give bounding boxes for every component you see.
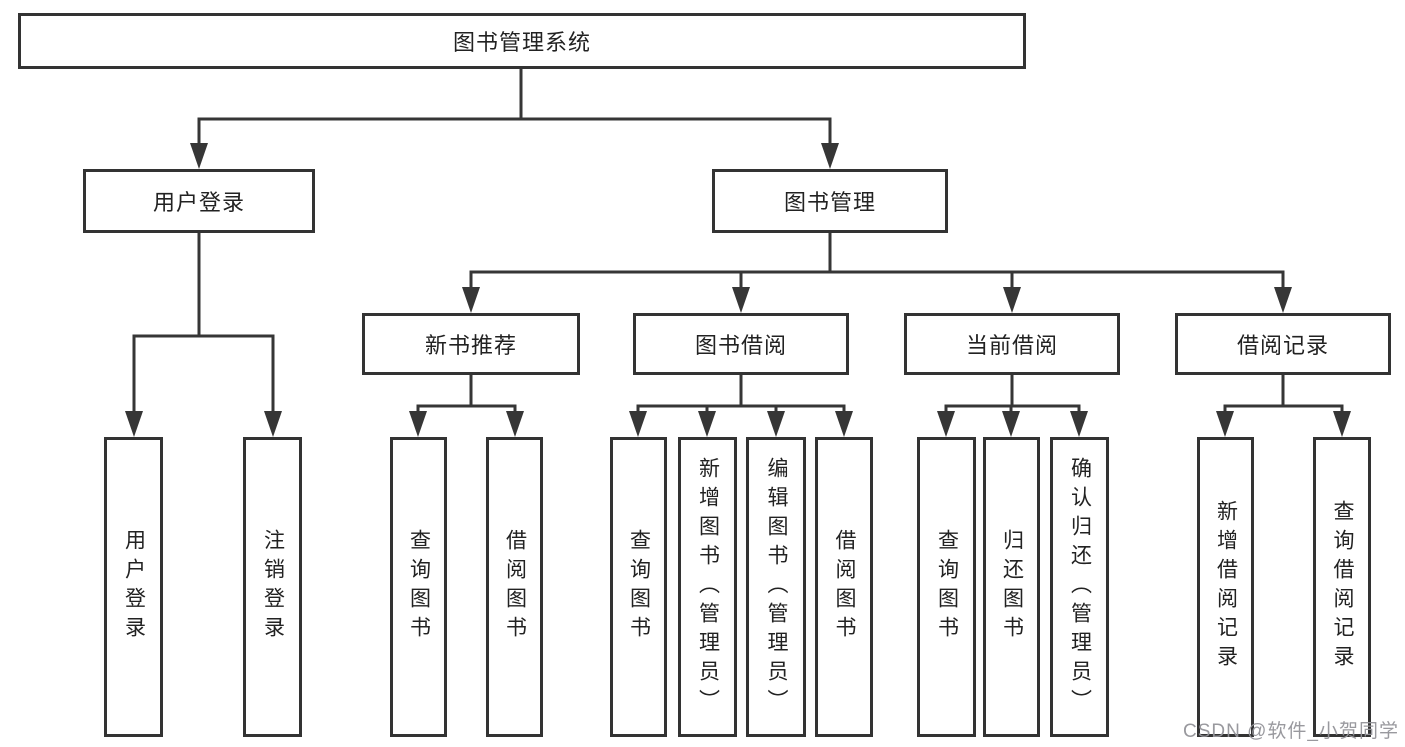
node-new-book-rec: 新书推荐 bbox=[362, 313, 580, 375]
node-borrow-books-2: 借阅图书 bbox=[815, 437, 873, 737]
node-book-borrow: 图书借阅 bbox=[633, 313, 849, 375]
node-login: 用户登录 bbox=[104, 437, 163, 737]
arrowheads bbox=[125, 143, 1351, 437]
node-root: 图书管理系统 bbox=[18, 13, 1026, 69]
node-user-login: 用户登录 bbox=[83, 169, 315, 233]
node-query-books-2: 查询图书 bbox=[610, 437, 667, 737]
node-query-books-3: 查询图书 bbox=[917, 437, 976, 737]
node-query-books-1: 查询图书 bbox=[390, 437, 447, 737]
node-add-borrow-record: 新增借阅记录 bbox=[1197, 437, 1254, 737]
node-current-borrow: 当前借阅 bbox=[904, 313, 1120, 375]
node-return-books: 归还图书 bbox=[983, 437, 1040, 737]
node-edit-books: 编辑图书（管理员） bbox=[746, 437, 806, 737]
node-borrow-books-1: 借阅图书 bbox=[486, 437, 543, 737]
node-query-borrow-record: 查询借阅记录 bbox=[1313, 437, 1371, 737]
node-logout: 注销登录 bbox=[243, 437, 302, 737]
node-confirm-return: 确认归还（管理员） bbox=[1050, 437, 1109, 737]
node-borrow-records: 借阅记录 bbox=[1175, 313, 1391, 375]
node-book-mgmt: 图书管理 bbox=[712, 169, 948, 233]
node-add-books: 新增图书（管理员） bbox=[678, 437, 737, 737]
watermark: CSDN @软件_小贺同学 bbox=[1183, 721, 1399, 742]
